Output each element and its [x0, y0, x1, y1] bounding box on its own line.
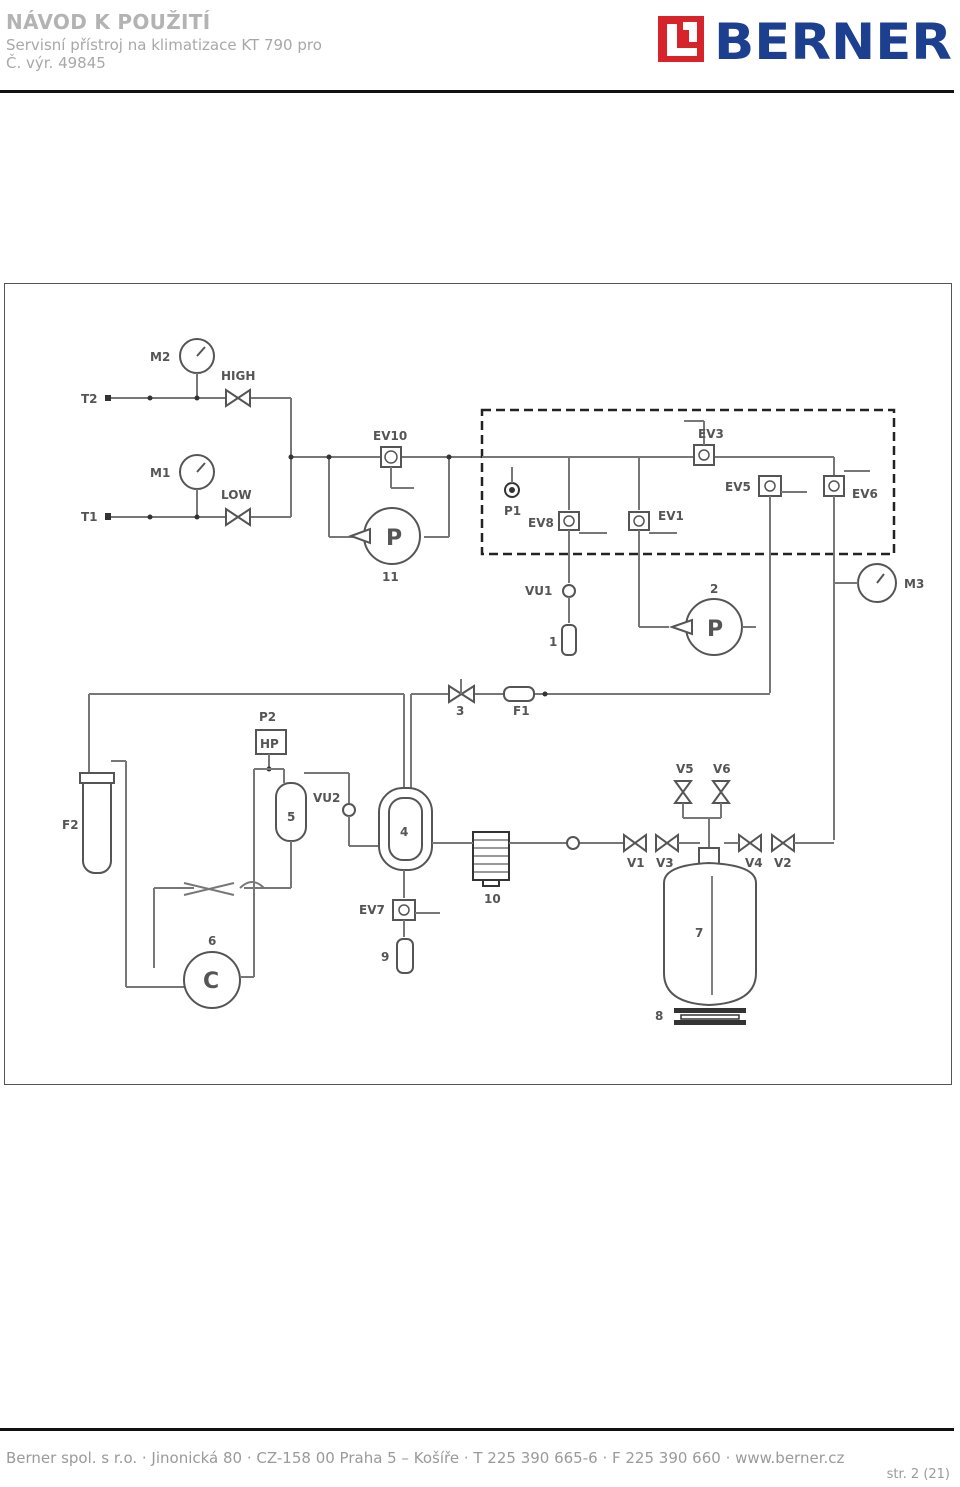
scale-8	[674, 1008, 746, 1025]
label-ev8: EV8	[528, 516, 554, 530]
solenoid-ev6	[823, 475, 845, 497]
valve-low	[225, 507, 251, 527]
label-m1: M1	[150, 466, 170, 480]
refrigerant-circuit-diagram: P P	[4, 283, 952, 1085]
label-4: 4	[400, 825, 408, 839]
header-rule	[0, 90, 954, 93]
label-t1: T1	[81, 510, 98, 524]
label-ev3: EV3	[698, 427, 724, 441]
label-ev5: EV5	[725, 480, 751, 494]
pump-2: P	[668, 598, 756, 656]
gauge-m1	[179, 454, 215, 517]
label-5: 5	[287, 810, 295, 824]
manifold-block	[480, 408, 896, 556]
label-ev7: EV7	[359, 903, 385, 917]
svg-text:P: P	[386, 526, 402, 551]
label-high: HIGH	[221, 369, 255, 383]
valve-3	[448, 679, 475, 704]
valve-high	[225, 388, 251, 408]
valve-v5	[673, 780, 693, 804]
label-p2: P2	[259, 710, 276, 724]
label-v3: V3	[656, 856, 674, 870]
label-2: 2	[710, 582, 718, 596]
label-11: 11	[382, 570, 399, 584]
label-vu2: VU2	[313, 791, 340, 805]
label-v5: V5	[676, 762, 694, 776]
compressor-6: C	[183, 951, 241, 1009]
label-vu1: VU1	[525, 584, 552, 598]
logo-wordmark: BERNER	[714, 14, 952, 64]
valve-v3	[655, 833, 679, 853]
label-v4: V4	[745, 856, 763, 870]
label-v6: V6	[713, 762, 731, 776]
label-p1: P1	[504, 504, 521, 518]
gauge-m2	[179, 338, 215, 398]
document-title: NÁVOD K POUŽITÍ	[6, 10, 211, 34]
dryer-10	[472, 831, 510, 887]
label-v2: V2	[774, 856, 792, 870]
svg-text:C: C	[203, 969, 219, 994]
label-f1: F1	[513, 704, 530, 718]
port-t1	[105, 513, 111, 520]
container-9	[396, 938, 414, 974]
valve-v6	[711, 780, 731, 804]
refrigerant-tank-7	[663, 847, 757, 1007]
svg-text:HP: HP	[260, 737, 279, 751]
label-low: LOW	[221, 488, 252, 502]
filter-f2	[82, 772, 112, 874]
pressure-switch-p2	[255, 729, 287, 755]
solenoid-ev5	[758, 475, 782, 497]
label-6: 6	[208, 934, 216, 948]
container-1	[561, 624, 577, 656]
label-10: 10	[484, 892, 501, 906]
valve-v4	[738, 833, 762, 853]
label-1: 1	[549, 635, 557, 649]
solenoid-ev8	[558, 511, 580, 531]
valve-v1	[623, 833, 647, 853]
heat-exchanger-4	[378, 787, 433, 871]
solenoid-ev10	[380, 446, 402, 468]
label-ev1: EV1	[658, 509, 684, 523]
valve-v2	[771, 833, 795, 853]
document-subtitle: Servisní přístroj na klimatizace KT 790 …	[6, 36, 322, 54]
label-m2: M2	[150, 350, 170, 364]
solenoid-ev3	[693, 444, 715, 466]
label-9: 9	[381, 950, 389, 964]
port-t2	[105, 395, 111, 401]
berner-logo: BERNER	[658, 14, 952, 64]
solenoid-ev1	[628, 511, 650, 531]
label-f2: F2	[62, 818, 79, 832]
label-t2: T2	[81, 392, 98, 406]
footer-company: Berner spol. s r.o. · Jinonická 80 · CZ-…	[6, 1449, 845, 1467]
label-ev10: EV10	[373, 429, 407, 443]
check-valve-vu1	[562, 584, 576, 598]
footer-rule	[0, 1428, 954, 1431]
label-8: 8	[655, 1009, 663, 1023]
label-v1: V1	[627, 856, 645, 870]
article-number: Č. výr. 49845	[6, 54, 106, 72]
vacuum-pump-11: P	[348, 507, 421, 565]
label-m3: M3	[904, 577, 924, 591]
label-ev6: EV6	[852, 487, 878, 501]
svg-text:P: P	[707, 617, 723, 642]
page-number: str. 2 (21)	[886, 1467, 950, 1482]
label-3: 3	[456, 704, 464, 718]
check-valve-vu2	[342, 803, 356, 817]
label-7: 7	[695, 926, 703, 940]
solenoid-ev7	[392, 899, 416, 921]
filter-f1	[503, 686, 535, 702]
